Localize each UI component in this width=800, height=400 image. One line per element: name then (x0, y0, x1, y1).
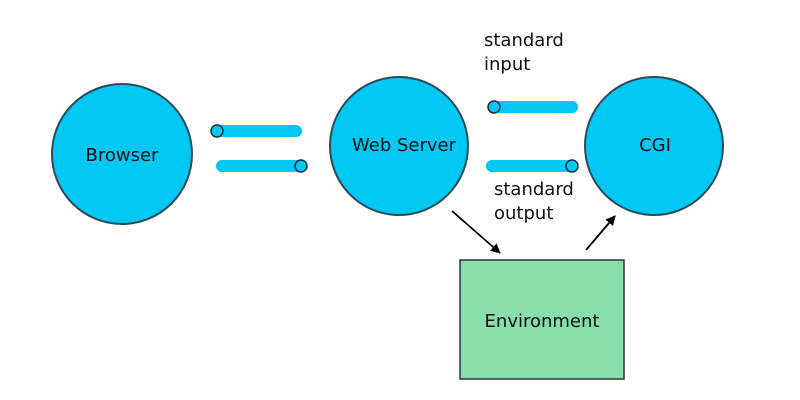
pipe-lower-right (486, 160, 576, 172)
pipe-lower-left (216, 160, 306, 172)
pipe-upper-right-end (487, 100, 501, 114)
browser-label: Browser (86, 145, 160, 166)
web-server-node: Web Server (329, 76, 469, 216)
pipe-upper-right (488, 101, 578, 113)
arrow-environment-to-cgi (585, 215, 616, 251)
web-server-label: Web Server (352, 135, 457, 156)
pipe-lower-right-end (565, 159, 579, 173)
standard-output-annotation: standard output (494, 179, 574, 224)
standard-output-line-1: standard (494, 179, 574, 200)
standard-output-line-2: output (494, 203, 553, 224)
browser-circle (51, 83, 193, 225)
standard-input-line-1: standard (484, 30, 564, 51)
webserver-cgi-pipes (486, 100, 579, 173)
cgi-node: CGI (584, 76, 724, 216)
cgi-circle (584, 76, 724, 216)
standard-input-annotation: standard input (484, 30, 564, 75)
pipe-upper-left-end (210, 124, 224, 138)
pipe-upper-left (212, 125, 302, 137)
browser-node: Browser (51, 83, 193, 225)
pipe-lower-left-end (294, 159, 308, 173)
standard-input-line-2: input (484, 54, 530, 75)
environment-box (459, 259, 625, 380)
environment-node: Environment (459, 259, 625, 380)
arrow-webserver-to-environment (451, 210, 501, 254)
environment-label: Environment (485, 311, 600, 332)
cgi-label: CGI (639, 135, 671, 156)
browser-webserver-pipes (210, 124, 308, 173)
web-server-circle (329, 76, 469, 216)
